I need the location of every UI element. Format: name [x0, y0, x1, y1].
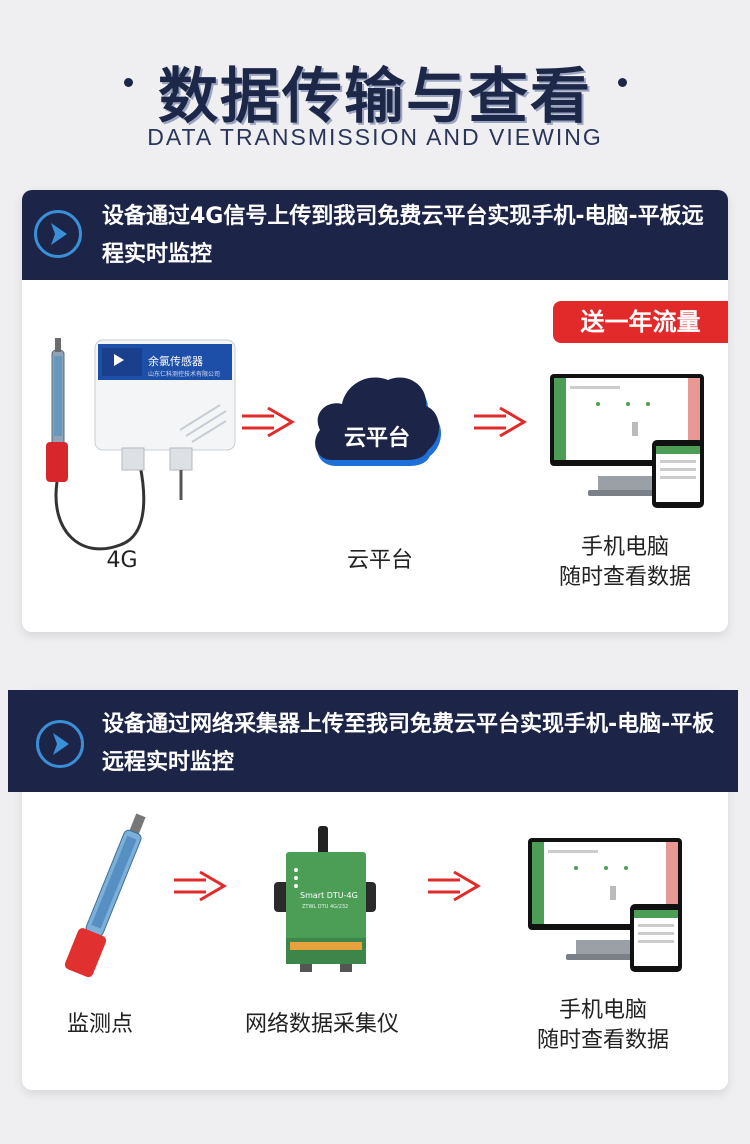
collector-label: 网络数据采集仪 [244, 1012, 399, 1037]
section2-header: 设备通过网络采集器上传至我司免费云平台实现手机-电脑-平板远程实时监控 [8, 690, 738, 792]
section2-header-text: 设备通过网络采集器上传至我司免费云平台实现手机-电脑-平板远程实时监控 [102, 712, 715, 775]
title-dot-left [124, 78, 133, 87]
cloud-icon [315, 377, 442, 466]
dtu-name-label: Smart DTU-4G [300, 891, 358, 900]
chevron-right-icon [36, 720, 84, 768]
view-label-line1: 手机电脑 [580, 535, 669, 560]
monitor-phone-illustration [550, 374, 704, 508]
title-block: 数据传输与查看 [0, 48, 750, 135]
dtu-sub-label: ZTWL DTU 4G/232 [302, 904, 348, 910]
monitor-point-label: 监测点 [66, 1012, 133, 1037]
arrow-right-icon [174, 870, 227, 902]
page-subtitle: DATA TRANSMISSION AND VIEWING [147, 124, 603, 150]
probe-illustration [64, 813, 146, 978]
dtu-device-illustration: Smart DTU-4G ZTWL DTU 4G/232 [274, 826, 376, 972]
view-label-line2: 随时查看数据 [536, 1028, 669, 1053]
section1-header-text: 设备通过4G信号上传到我司免费云平台实现手机-电脑-平板远程实时监控 [102, 204, 704, 267]
chevron-right-icon [34, 210, 82, 258]
free-traffic-badge: 送一年流量 [553, 301, 728, 343]
arrow-right-icon [428, 870, 481, 902]
arrow-right-icon [474, 406, 527, 438]
cloud-platform-label: 云平台 [346, 548, 413, 573]
monitor-phone-illustration [528, 838, 682, 972]
page-title: 数据传输与查看 [158, 62, 592, 132]
section1-header: 设备通过4G信号上传到我司免费云平台实现手机-电脑-平板远程实时监控 [22, 190, 728, 280]
sensor-device-illustration: 余氯传感器 山东仁科测控技术有限公司 [46, 338, 236, 551]
arrow-right-icon [242, 406, 295, 438]
sensor-4g-label: 4G [106, 548, 138, 573]
view-label-line1: 手机电脑 [558, 998, 647, 1023]
title-dot-right [618, 78, 627, 87]
sensor-company-label: 山东仁科测控技术有限公司 [148, 370, 220, 378]
cloud-label: 云平台 [343, 426, 410, 451]
view-label-line2: 随时查看数据 [558, 565, 691, 590]
sensor-brand-label: 余氯传感器 [148, 354, 203, 368]
